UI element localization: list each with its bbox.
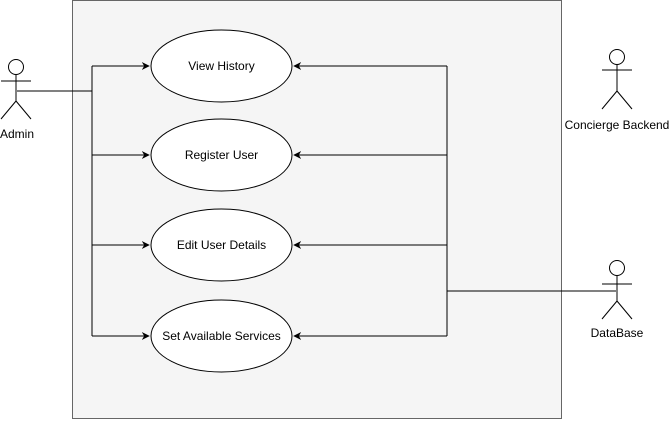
- stick-figure-icon: [601, 49, 633, 110]
- actor-label: Concierge Backend: [565, 118, 670, 132]
- system-boundary[interactable]: [72, 0, 562, 419]
- use-case-view-history[interactable]: View History: [150, 29, 293, 103]
- database-connectors: [293, 62, 616, 340]
- actor-concierge-backend[interactable]: Concierge Backend: [565, 49, 670, 133]
- use-case-label: Register User: [185, 148, 258, 162]
- actor-admin[interactable]: Admin: [0, 59, 34, 142]
- admin-connectors: [17, 62, 150, 340]
- use-case-edit-user-details[interactable]: Edit User Details: [150, 208, 293, 282]
- use-case-set-available-services[interactable]: Set Available Services: [150, 299, 293, 373]
- use-case-label: Edit User Details: [177, 238, 266, 252]
- stick-figure-icon: [0, 59, 32, 120]
- use-case-label: View History: [188, 59, 254, 73]
- actor-label: Admin: [0, 127, 34, 141]
- use-case-label: Set Available Services: [162, 329, 281, 343]
- actor-database[interactable]: DataBase: [591, 260, 644, 341]
- actor-label: DataBase: [591, 326, 644, 340]
- use-case-register-user[interactable]: Register User: [150, 118, 293, 192]
- stick-figure-icon: [601, 260, 633, 320]
